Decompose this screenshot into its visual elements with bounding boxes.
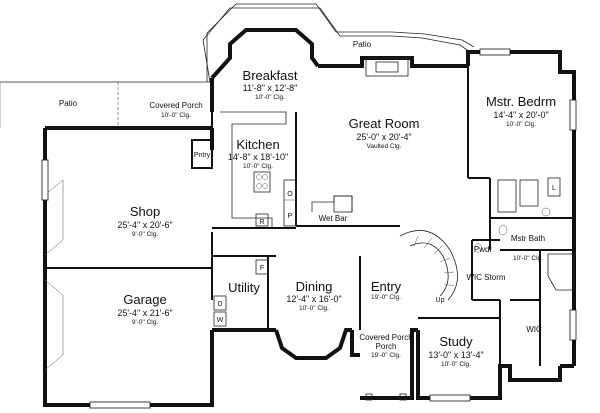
breakfast-dims: 11'-8" x 12'-8"	[243, 83, 298, 93]
master-bath-label: Mstr Bath	[511, 234, 545, 243]
wet-bar-label: Wet Bar	[319, 214, 348, 223]
entry-ceiling: 19'-0" Clg.	[371, 294, 401, 301]
entry-label: Entry	[371, 279, 402, 294]
great-room-label: Great Room	[349, 116, 420, 131]
study-ceiling: 10'-0" Clg.	[441, 361, 471, 368]
master-bath-ceiling: 10'-0" Clg.	[513, 255, 543, 262]
patio-outline	[0, 3, 475, 129]
oven-label: O	[287, 191, 293, 198]
kitchen-label: Kitchen	[236, 137, 279, 152]
room-labels: Patio Patio Covered Porch 10'-0" Clg. Br…	[59, 40, 556, 368]
wic-master-label: WIC	[526, 325, 542, 334]
master-bedroom-ceiling: 10'-0" Clg.	[506, 121, 536, 128]
master-bedroom-label: Mstr. Bedrm	[486, 94, 556, 109]
pantry-p-label: P	[288, 213, 293, 220]
patio-left-label: Patio	[59, 99, 78, 108]
dining-dims: 12'-4" x 16'-0"	[286, 294, 341, 304]
master-bedroom-dims: 14'-4" x 20'-0"	[493, 110, 548, 120]
fixtures	[41, 48, 577, 409]
kitchen-dims: 14'-8" x 18'-10"	[228, 152, 288, 162]
garage-dims: 25'-4" x 21'-6"	[117, 308, 172, 318]
great-room-dims: 25'-0" x 20'-4"	[356, 132, 411, 142]
powder-label: Pwdr	[474, 245, 493, 254]
shop-dims: 25'-4" x 20'-6"	[117, 220, 172, 230]
stair-up-label: Up	[436, 297, 445, 304]
pantry-label: Pntry	[194, 152, 211, 159]
breakfast-ceiling: 10'-0" Clg.	[255, 94, 285, 101]
covered-porch-front-ceiling: 19'-0" Clg.	[371, 352, 401, 359]
garage-ceiling: 9'-0" Clg.	[132, 319, 159, 326]
utility-label: Utility	[228, 280, 260, 295]
covered-porch-front-label: Covered Porch	[359, 333, 412, 342]
patio-top-label: Patio	[353, 40, 372, 49]
shop-label: Shop	[130, 204, 160, 219]
freezer-label: F	[260, 265, 264, 272]
refrigerator-label: R	[259, 219, 264, 226]
garage-label: Garage	[123, 292, 166, 307]
kitchen-ceiling: 10'-0" Clg.	[243, 163, 273, 170]
covered-porch-rear-ceiling: 10'-0" Clg.	[161, 112, 191, 119]
breakfast-label: Breakfast	[243, 68, 298, 83]
linen-label: L	[552, 185, 556, 192]
covered-porch-front-sub: Porch	[376, 342, 397, 351]
dryer-label: D	[217, 301, 222, 308]
study-label: Study	[439, 334, 473, 349]
study-dims: 13'-0" x 13'-4"	[428, 350, 483, 360]
shop-ceiling: 9'-0" Clg.	[132, 231, 159, 238]
washer-label: W	[217, 317, 224, 324]
fixture-labels: Wet Bar Pntry R P O L F D W Up	[194, 152, 556, 324]
wic-storm-label: WIC Storm	[466, 273, 505, 282]
dining-ceiling: 10'-0" Clg.	[299, 305, 329, 312]
dining-label: Dining	[296, 279, 333, 294]
great-room-ceiling: Vaulted Clg.	[367, 143, 402, 150]
covered-porch-rear-label: Covered Porch	[149, 101, 202, 110]
